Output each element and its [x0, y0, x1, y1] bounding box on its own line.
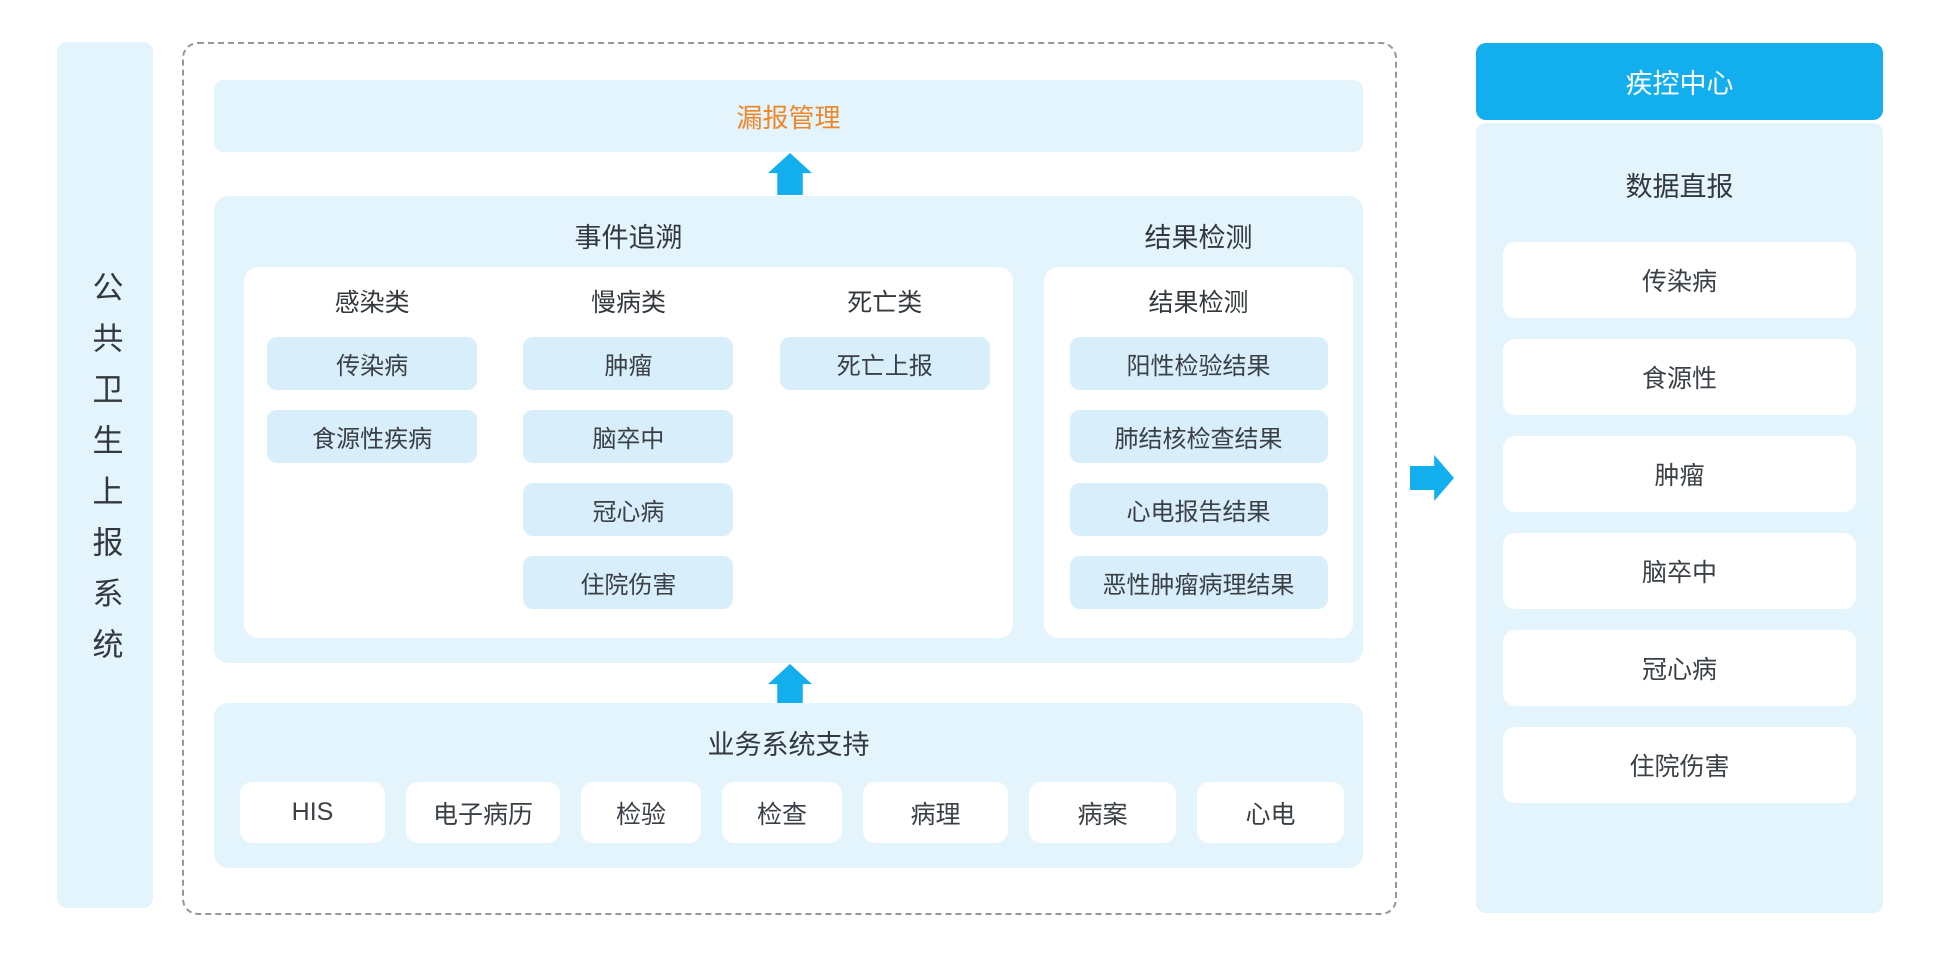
node-chip: 电子病历 — [406, 782, 560, 843]
node-chip: 传染病 — [1503, 242, 1856, 318]
node-chip: 食源性 — [1503, 339, 1856, 415]
cdc-center-label: 疾控中心 — [1625, 69, 1734, 99]
node-chip: 住院伤害 — [1503, 727, 1856, 803]
node-chip: 肿瘤 — [523, 337, 734, 390]
cdc-center-header: 疾控中心 — [1476, 43, 1883, 120]
result-check-box: 结果检测 阳性检验结果 肺结核检查结果 心电报告结果 恶性肿瘤病理结果 — [1044, 267, 1353, 638]
node-chip: 肺结核检查结果 — [1069, 410, 1328, 463]
overflow-management-label: 漏报管理 — [736, 102, 841, 133]
public-health-system-bar: 公共卫生上报系统 — [57, 42, 153, 908]
column-death: 死亡类 死亡上报 — [757, 267, 1013, 638]
event-trace-box: 感染类 传染病 食源性疾病 慢病类 肿瘤 脑卒中 冠心病 住院伤害 死亡类 死亡… — [244, 267, 1013, 638]
node-chip: 脑卒中 — [523, 410, 734, 463]
node-chip: 冠心病 — [523, 483, 734, 536]
node-chip: 肿瘤 — [1503, 436, 1856, 512]
result-check-title: 结果检测 — [1144, 223, 1253, 253]
system-boundary-dashed-box — [182, 42, 1397, 915]
event-trace-result-section: 事件追溯 结果检测 感染类 传染病 食源性疾病 慢病类 肿瘤 脑卒中 冠心病 住… — [214, 196, 1363, 663]
column-header: 慢病类 — [590, 289, 666, 317]
node-chip: 住院伤害 — [523, 556, 734, 609]
business-chip-list: HIS 电子病历 检验 检查 病理 病案 心电 — [240, 782, 1344, 843]
event-trace-title: 事件追溯 — [574, 223, 683, 253]
node-chip: 检查 — [722, 782, 842, 843]
node-chip: 病理 — [863, 782, 1008, 843]
node-chip: 脑卒中 — [1503, 533, 1856, 609]
node-chip: 检验 — [581, 782, 701, 843]
node-chip: 食源性疾病 — [267, 410, 478, 463]
overflow-management-bar: 漏报管理 — [214, 80, 1363, 152]
cdc-direct-report-panel: 数据直报 传染病 食源性 肿瘤 脑卒中 冠心病 住院伤害 — [1476, 123, 1883, 913]
column-infection: 感染类 传染病 食源性疾病 — [244, 267, 500, 638]
result-check-header: 结果检测 — [1148, 289, 1249, 317]
node-chip: 死亡上报 — [779, 337, 990, 390]
column-chip-list: 死亡上报 — [779, 337, 990, 390]
data-direct-report-title: 数据直报 — [1625, 172, 1734, 202]
column-chip-list: 传染病 食源性疾病 — [267, 337, 478, 463]
business-support-section: 业务系统支持 HIS 电子病历 检验 检查 病理 病案 心电 — [214, 703, 1363, 868]
right-arrow-icon — [1410, 455, 1454, 501]
node-chip: 心电 — [1197, 782, 1344, 843]
result-chip-list: 阳性检验结果 肺结核检查结果 心电报告结果 恶性肿瘤病理结果 — [1069, 337, 1328, 609]
column-chip-list: 肿瘤 脑卒中 冠心病 住院伤害 — [523, 337, 734, 609]
node-chip: 恶性肿瘤病理结果 — [1069, 556, 1328, 609]
node-chip: HIS — [240, 782, 385, 843]
node-chip: 病案 — [1029, 782, 1176, 843]
public-health-system-label: 公共卫生上报系统 — [87, 271, 123, 679]
column-header: 感染类 — [334, 289, 410, 317]
node-chip: 冠心病 — [1503, 630, 1856, 706]
business-support-title: 业务系统支持 — [707, 730, 870, 760]
node-chip: 阳性检验结果 — [1069, 337, 1328, 390]
column-chronic: 慢病类 肿瘤 脑卒中 冠心病 住院伤害 — [500, 267, 756, 638]
node-chip: 心电报告结果 — [1069, 483, 1328, 536]
cdc-chip-list: 传染病 食源性 肿瘤 脑卒中 冠心病 住院伤害 — [1503, 242, 1856, 803]
column-header: 死亡类 — [847, 289, 923, 317]
node-chip: 传染病 — [267, 337, 478, 390]
